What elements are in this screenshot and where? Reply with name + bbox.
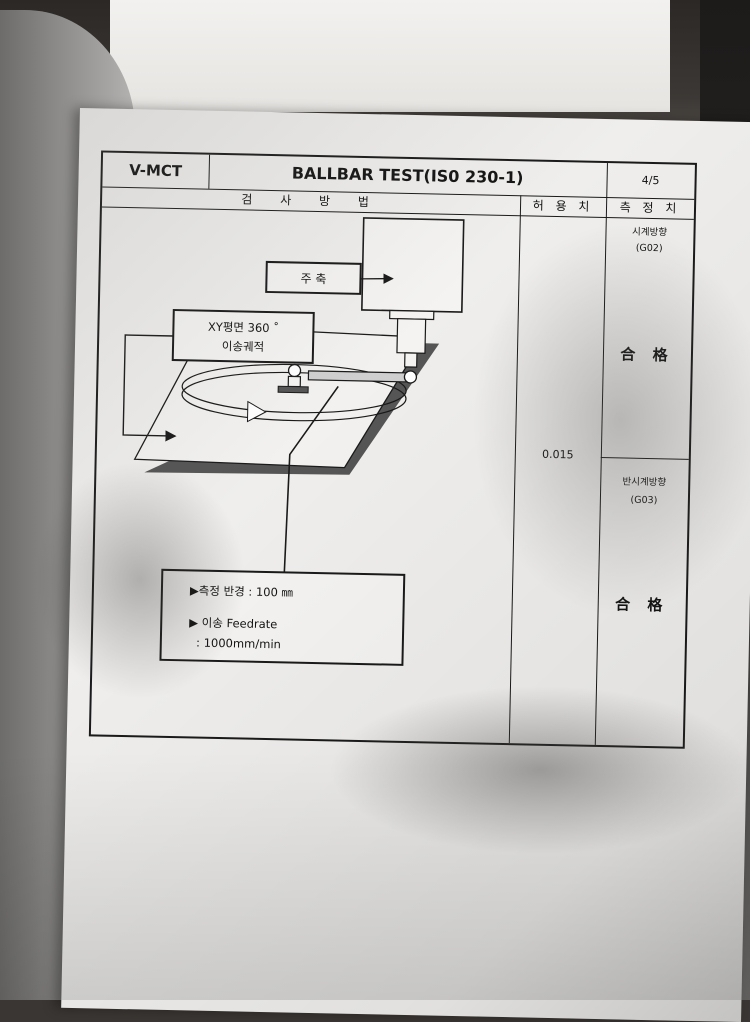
ballbar-diagram: 주 축 XY평면 360 ˚ 이송궤적 ▶측정 반경 : 100 ㎜ ▶ 이송 … <box>122 217 465 666</box>
pivot-stand <box>287 375 302 388</box>
spindle-tool <box>404 352 418 368</box>
inspection-form: V-MCT BALLBAR TEST(IS0 230-1) 4/5 검 사 방 … <box>88 150 697 749</box>
spec-box <box>159 568 406 666</box>
spec-radius: ▶측정 반경 : 100 ㎜ <box>190 583 294 599</box>
plane-label-1: XY평면 360 ˚ <box>208 319 279 335</box>
ballbar-rod <box>307 370 410 383</box>
ccw-result: 合 格 <box>614 595 669 615</box>
pivot-base <box>277 385 309 394</box>
spindle-label-box <box>265 260 362 295</box>
measured-divider <box>594 197 608 745</box>
spindle-head <box>361 217 465 313</box>
spec-feedrate-label: ▶ 이송 Feedrate <box>189 615 277 631</box>
model-cell: V-MCT <box>129 161 183 181</box>
tolerance-header: 허 용 치 <box>532 198 594 214</box>
page-number: 4/5 <box>641 173 660 188</box>
ccw-label: 반시계방향 <box>622 476 667 489</box>
document-page: V-MCT BALLBAR TEST(IS0 230-1) 4/5 검 사 방 … <box>61 108 750 1022</box>
spindle-body <box>396 318 427 354</box>
cw-label: 시계방향 <box>631 226 668 239</box>
cw-result: 合 格 <box>620 345 674 365</box>
ballbar-pivot <box>287 363 302 378</box>
plane-label-box <box>171 308 315 364</box>
plane-label-2: 이송궤적 <box>222 339 265 354</box>
spindle-pointer <box>360 273 394 284</box>
spec-pointer <box>283 386 339 573</box>
result-divider <box>600 456 689 460</box>
background-box <box>110 0 670 112</box>
spindle-label: 주 축 <box>300 272 326 287</box>
cw-code: (G02) <box>635 242 663 255</box>
spec-feedrate-value: : 1000mm/min <box>189 635 281 651</box>
rotation-arrow-icon <box>246 400 267 423</box>
ccw-code: (G03) <box>630 494 658 507</box>
tolerance-value: 0.015 <box>541 447 574 462</box>
measured-header: 측 정 치 <box>619 200 681 216</box>
spindle-collar <box>389 309 435 321</box>
plane-pointer <box>122 334 177 442</box>
ballbar-ball-end <box>403 370 418 384</box>
